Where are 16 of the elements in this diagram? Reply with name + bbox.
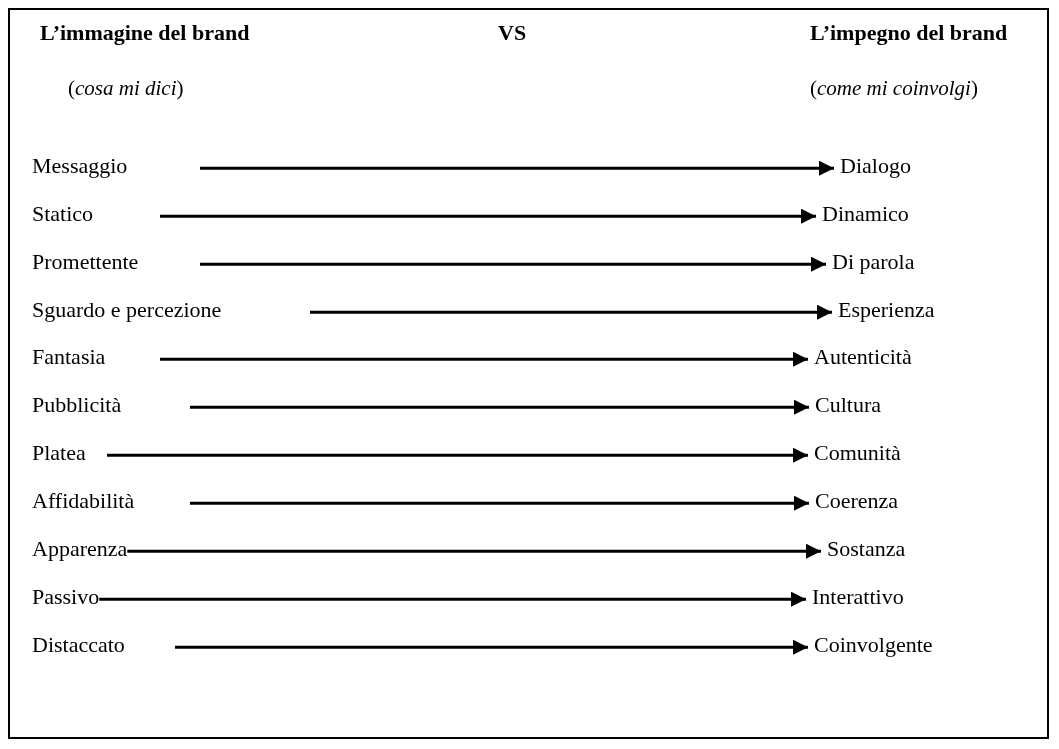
arrow <box>190 495 809 511</box>
arrow <box>127 543 821 559</box>
column-heading: VS <box>498 20 527 46</box>
arrow <box>200 160 834 176</box>
column-heading: L’impegno del brand <box>810 20 1008 46</box>
column-heading: L’immagine del brand <box>40 20 250 46</box>
column-subheading: (come mi coinvolgi) <box>810 76 978 101</box>
arrow <box>200 256 826 272</box>
column-subheading: (cosa mi dici) <box>68 76 184 101</box>
arrow <box>160 351 808 367</box>
arrow <box>310 304 832 320</box>
arrow <box>190 399 809 415</box>
arrow <box>107 447 808 463</box>
arrow <box>175 639 808 655</box>
arrow <box>99 591 806 607</box>
arrow <box>160 208 816 224</box>
